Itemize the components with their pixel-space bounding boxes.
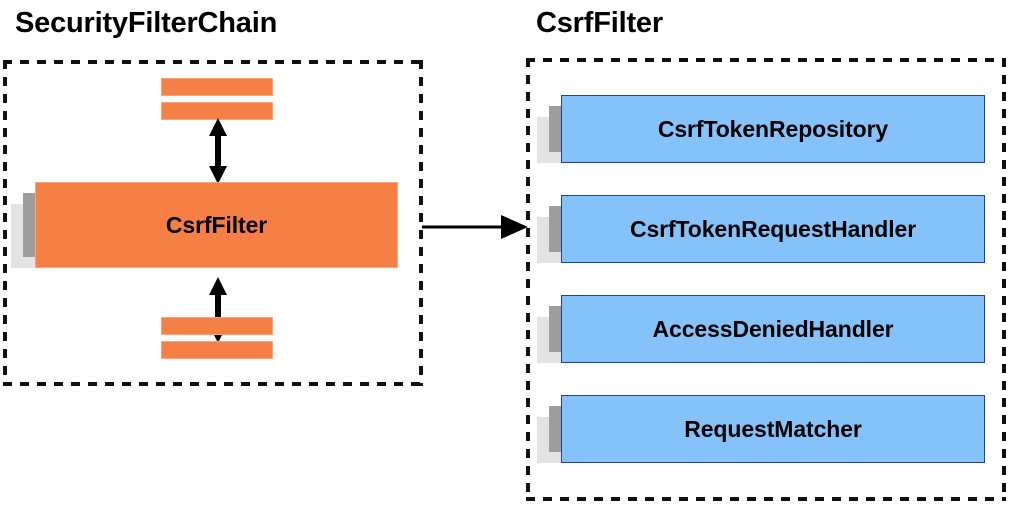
node-csrf-filter[interactable]: CsrfFilter (11, 182, 398, 290)
peer-filter-bar-3 (161, 317, 273, 335)
node-label-access-denied-handler: AccessDeniedHandler (652, 315, 894, 342)
node-face[interactable]: RequestMatcher (561, 395, 985, 463)
dashed-edge-right (1002, 58, 1006, 501)
node-access-denied-handler[interactable]: AccessDeniedHandler (537, 295, 985, 385)
peer-filter-bar-1 (161, 78, 273, 96)
dashed-edge-left (526, 58, 530, 501)
dashed-edge-top (526, 58, 1006, 62)
security-filter-chain-container (3, 60, 423, 386)
dashed-edge-top (3, 60, 423, 64)
dashed-edge-left (3, 60, 7, 386)
dashed-edge-right (419, 60, 423, 386)
connector-expand-arrow (422, 215, 528, 239)
node-face[interactable]: CsrfTokenRequestHandler (561, 195, 985, 263)
panel-title-csrf-filter: CsrfFilter (536, 7, 663, 39)
connector-csrf-to-upper-filters (209, 118, 227, 184)
node-request-matcher[interactable]: RequestMatcher (537, 395, 985, 485)
peer-filter-bar-2 (161, 102, 273, 120)
dashed-edge-bottom (526, 497, 1006, 501)
node-label-csrf-filter: CsrfFilter (165, 211, 268, 238)
node-label-request-matcher: RequestMatcher (684, 415, 862, 442)
node-csrf-token-repository[interactable]: CsrfTokenRepository (537, 95, 985, 185)
panel-title-security-filter-chain: SecurityFilterChain (15, 7, 278, 39)
node-csrf-token-request-handler[interactable]: CsrfTokenRequestHandler (537, 195, 985, 285)
dashed-edge-bottom (3, 382, 423, 386)
node-label-csrf-token-repository: CsrfTokenRepository (657, 115, 889, 142)
node-face[interactable]: CsrfFilter (35, 182, 398, 268)
peer-filter-bar-4 (161, 341, 273, 359)
node-label-csrf-token-request-handler: CsrfTokenRequestHandler (629, 215, 917, 242)
node-face[interactable]: CsrfTokenRepository (561, 95, 985, 163)
csrf-filter-detail-container (526, 58, 1006, 501)
node-face[interactable]: AccessDeniedHandler (561, 295, 985, 363)
